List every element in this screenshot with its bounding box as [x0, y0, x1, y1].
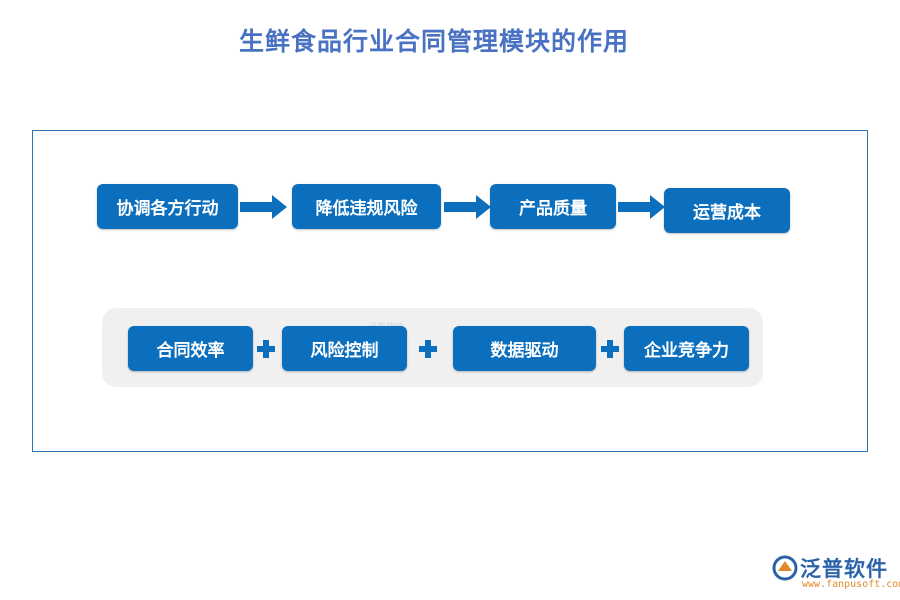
page-title: 生鲜食品行业合同管理模块的作用	[238, 27, 629, 56]
combo-item-efficiency: 合同效率	[128, 326, 253, 371]
plus-icon	[257, 340, 275, 358]
diagram-frame	[32, 130, 868, 452]
combo-item-competitiveness: 企业竞争力	[624, 326, 749, 371]
arrow-right-icon	[444, 195, 491, 219]
arrow-right-icon	[618, 195, 665, 219]
brand-name: 泛普软件	[800, 557, 888, 581]
arrow-right-icon	[240, 195, 287, 219]
flow-step-coordinate: 协调各方行动	[97, 184, 238, 229]
flow-step-reduce-risk: 降低违规风险	[292, 184, 441, 229]
plus-icon	[601, 340, 619, 358]
combo-item-data-driven: 数据驱动	[453, 326, 596, 371]
brand-url: www.fanpusoft.com	[802, 579, 900, 590]
flow-step-quality: 产品质量	[490, 184, 616, 229]
plus-icon	[419, 340, 437, 358]
combo-item-risk-control: 风险控制	[282, 326, 407, 371]
brand-logo-icon	[772, 555, 798, 581]
flow-step-cost: 运营成本	[664, 188, 790, 233]
brand-logo: 泛普软件 www.fanpusoft.com	[772, 553, 900, 593]
